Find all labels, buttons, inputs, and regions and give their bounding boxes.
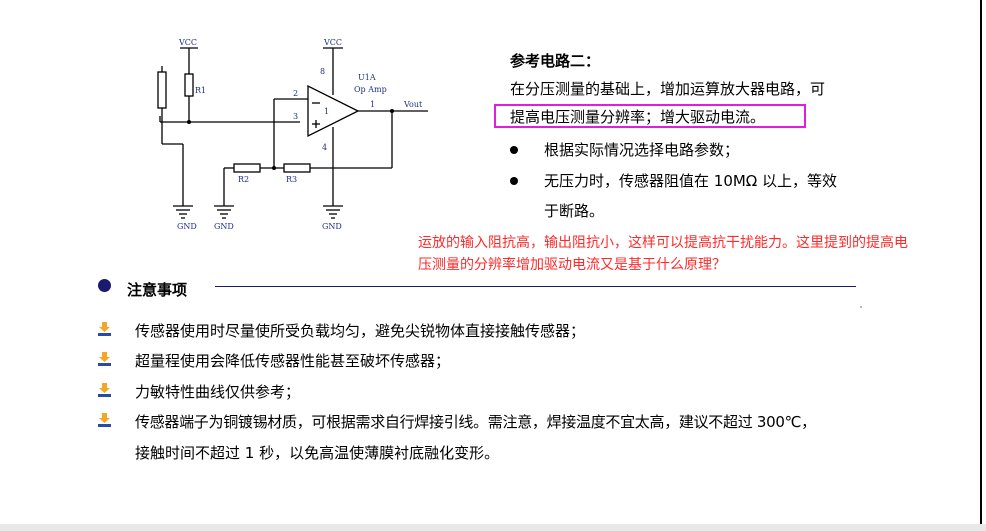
pin8-label: 8	[320, 67, 325, 76]
vout-label: Vout	[403, 100, 423, 109]
question-line-2: 压测量的分辨率增加驱动电流又是基于什么原理？	[418, 257, 726, 273]
vcc-right-label: VCC	[323, 38, 342, 47]
arrow-down-icon	[98, 352, 111, 366]
circuit-diagram: VCC VCC R1 R2 R3 U1A Op Amp 2 3 1 8 4 1 …	[157, 38, 428, 231]
arrow-down-icon	[98, 322, 111, 336]
pin4-label: 4	[322, 143, 327, 152]
pin2-label: 2	[293, 89, 298, 98]
gnd-label-3: GND	[322, 222, 342, 231]
reference-title: 参考电路二：	[510, 52, 601, 70]
gnd-label-2: GND	[214, 222, 234, 231]
r1-label: R1	[195, 86, 206, 95]
gnd-label-1: GND	[177, 222, 197, 231]
u1a-label: U1A	[358, 73, 376, 82]
note-item-3: 力敏特性曲线仅供参考；	[135, 383, 301, 401]
reference-bullet-1: 根据实际情况选择电路参数；	[544, 141, 740, 159]
bullet-dot-1	[510, 146, 518, 154]
note-item-4-cont: 接触时间不超过 1 秒，以免高温使薄膜衬底融化变形。	[135, 444, 500, 462]
reference-bullet-2-cont: 于断路。	[544, 202, 605, 220]
arrow-down-icon	[98, 383, 111, 397]
stray-mark	[860, 306, 862, 308]
pin3-label: 3	[293, 112, 298, 121]
note-item-4: 传感器端子为铜镀锡材质，可根据需求自行焊接引线。需注意，焊接温度不宜太高，建议不…	[135, 413, 816, 431]
section-bullet	[98, 279, 111, 292]
arrow-down-icon	[98, 413, 111, 427]
note-item-2: 超量程使用会降低传感器性能甚至破坏传感器；	[135, 352, 451, 370]
amp-ref-label: 1	[324, 107, 329, 116]
bullet-dot-2	[510, 177, 518, 185]
pin1-label: 1	[370, 100, 375, 109]
reference-line-2: 提高电压测量分辨率；增大驱动电流。	[510, 108, 766, 126]
section-divider	[215, 286, 856, 287]
r3-label: R3	[286, 175, 297, 184]
r2-label: R2	[238, 175, 249, 184]
reference-line-1: 在分压测量的基础上，增加运算放大器电路，可	[510, 80, 826, 98]
highlight-box	[494, 104, 806, 128]
op-amp-label: Op Amp	[354, 85, 387, 94]
reference-bullet-2: 无压力时，传感器阻值在 10MΩ 以上，等效	[544, 172, 838, 190]
vcc-left-label: VCC	[178, 38, 197, 47]
question-line-1: 运放的输入阻抗高，输出阻抗小，这样可以提高抗干扰能力。这里提到的提高电	[418, 235, 908, 251]
note-item-1: 传感器使用时尽量使所受负载均匀，避免尖锐物体直接接触传感器；	[135, 322, 586, 340]
bottom-bar	[0, 524, 986, 531]
section-title: 注意事项	[127, 281, 188, 299]
page-border	[980, 0, 982, 524]
